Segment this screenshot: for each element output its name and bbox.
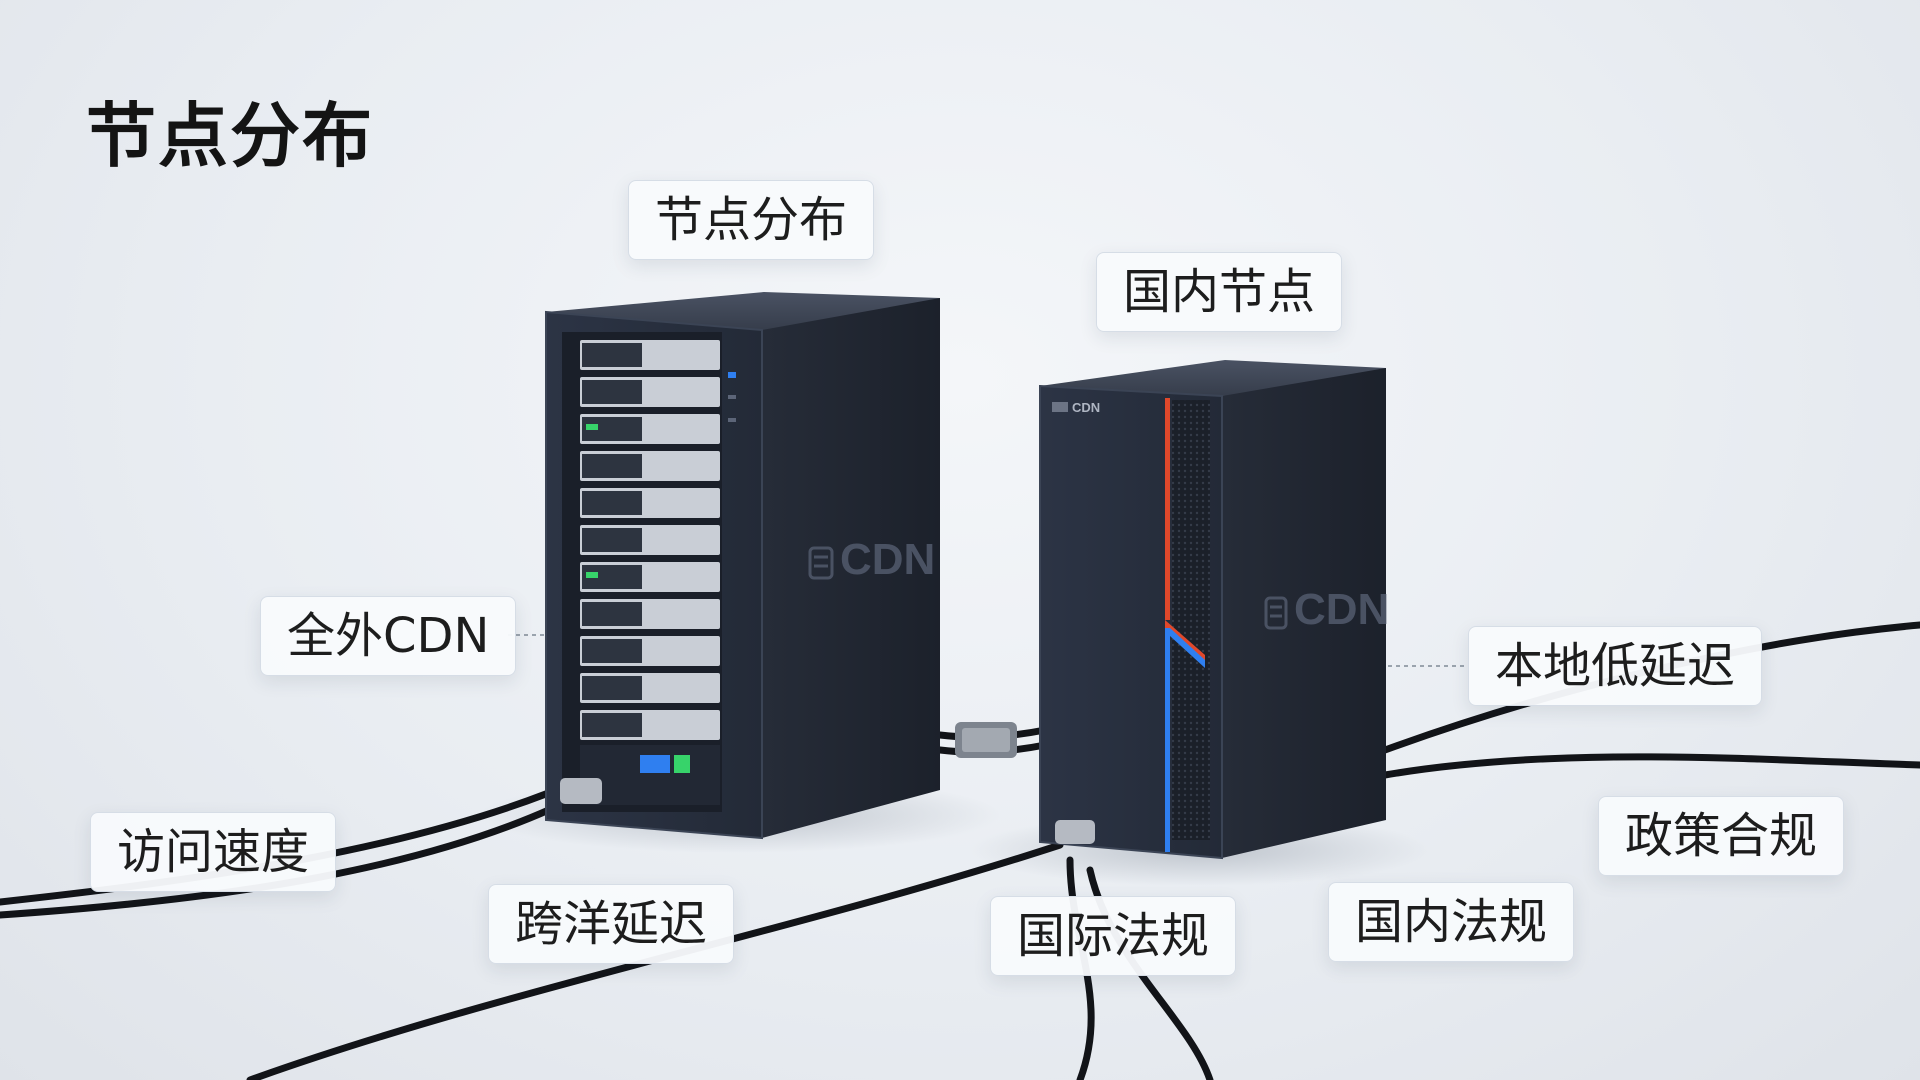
label-intl-law: 国际法规 [990, 896, 1237, 976]
label-policy: 政策合规 [1598, 796, 1845, 876]
label-overseas-cdn: 全外CDN [260, 596, 517, 676]
left-server-drive-bays [580, 340, 720, 740]
label-ocean-latency: 跨洋延迟 [488, 884, 735, 964]
label-domestic-node: 国内节点 [1096, 252, 1343, 332]
label-access-speed: 访问速度 [90, 812, 337, 892]
right-server: CDN CDN [1039, 360, 1389, 860]
left-server-logo-icon [808, 546, 834, 580]
left-server-plug [560, 778, 602, 804]
right-server-logo-icon [1264, 596, 1288, 630]
left-server: CDN [545, 292, 940, 840]
label-top-center: 节点分布 [628, 180, 875, 260]
label-domestic-law: 国内法规 [1328, 882, 1575, 962]
right-server-plug [1055, 820, 1095, 844]
page-title: 节点分布 [86, 95, 374, 177]
left-server-brand: CDN [840, 535, 935, 584]
right-server-badge: CDN [1072, 400, 1100, 415]
right-server-brand: CDN [1294, 585, 1389, 634]
label-local-latency: 本地低延迟 [1468, 626, 1763, 706]
right-server-badge-box [1052, 402, 1068, 412]
